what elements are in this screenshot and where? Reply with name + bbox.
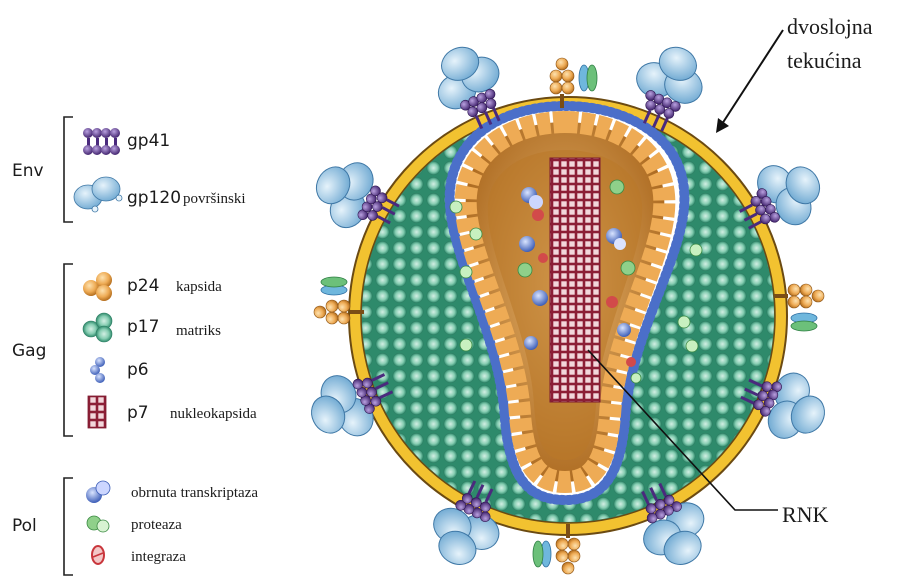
p6-icon [90,357,105,383]
legend-gp120-desc: površinski [183,191,246,207]
bilayer-label-line1: dvoslojna [787,14,873,39]
env-bracket [64,117,73,222]
p17-icon [83,313,112,342]
legend-p6-code: p6 [127,360,149,380]
rna-label: RNK [782,502,829,527]
legend-p24-code: p24 [127,276,159,296]
legend-p24-desc: kapsida [176,279,222,295]
legend-p7-desc: nukleokapsida [170,406,257,422]
bilayer-pointer-line [722,30,783,124]
gp41-icon [83,128,120,155]
reverse-transcriptase-icon [86,481,110,503]
group-env: Env [12,161,44,181]
group-gag: Gag [12,341,46,361]
legend-p17-desc: matriks [176,323,221,339]
rna-core [550,158,600,402]
legend-p17-code: p17 [127,317,159,337]
bilayer-label-line2: tekućina [787,48,862,73]
legend-p7-code: p7 [127,403,149,423]
virus-particle [300,36,837,577]
legend-protease: proteaza [131,517,182,533]
protease-icon [87,516,109,532]
p24-icon [83,272,112,301]
legend-reverse-transcriptase: obrnuta transkriptaza [131,485,258,501]
integrase-icon [92,546,104,564]
p7-icon [88,396,106,428]
legend-gp41-code: gp41 [127,131,170,151]
gag-bracket [64,264,73,436]
legend-integrase: integraza [131,549,186,565]
legend-gp120-code: gp120 [127,188,181,208]
pol-bracket [64,478,73,575]
gp120-icon [74,177,122,212]
group-pol: Pol [12,516,37,536]
